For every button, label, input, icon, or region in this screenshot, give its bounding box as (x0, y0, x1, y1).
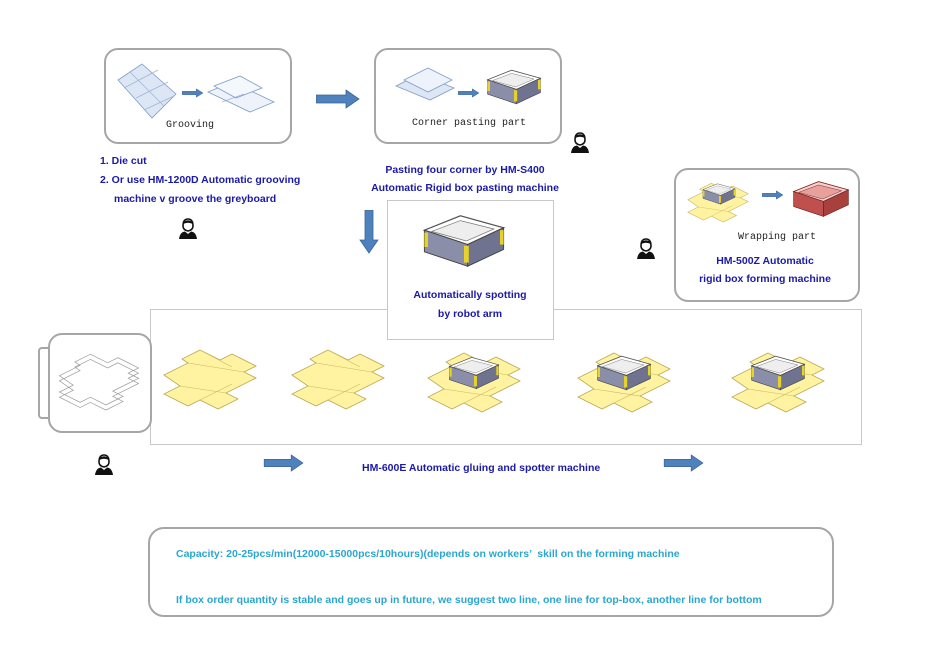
corner-pasting-caption-2: Automatic Rigid box pasting machine (371, 182, 559, 194)
white-board-stack (58, 353, 140, 411)
corner-pasting-caption-1: Pasting four corner by HM-S400 (385, 164, 545, 176)
capacity-line-2: If box order quantity is stable and goes… (176, 594, 762, 606)
arrow-right-icon (263, 454, 304, 472)
worker-icon (178, 218, 198, 240)
capacity-panel (148, 527, 834, 617)
yellow-board-2 (291, 349, 385, 410)
grooving-step-3: machine v groove the greyboard (114, 193, 277, 205)
grooving-illustration (117, 63, 275, 119)
spotting-caption-2: by robot arm (437, 308, 503, 320)
grooving-label: Grooving (166, 120, 215, 131)
corner-pasting-illustration (395, 67, 541, 105)
gluing-caption: HM-600E Automatic gluing and spotter mac… (362, 462, 601, 474)
box-icon (751, 355, 805, 391)
grooving-step-2: 2. Or use HM-1200D Automatic grooving (100, 174, 301, 186)
yellow-board-1 (163, 349, 257, 410)
grooving-step-1: 1. Die cut (100, 155, 147, 167)
wrapping-illustration (687, 181, 849, 223)
spotting-panel (387, 200, 554, 340)
arrow-down-icon (359, 210, 379, 254)
box-icon (597, 355, 651, 391)
arrow-right-icon (316, 89, 360, 109)
worker-icon (570, 132, 590, 154)
wrapping-label: Wrapping part (738, 232, 817, 243)
box-icon (423, 215, 505, 267)
wrapping-caption-1: HM-500Z Automatic (716, 255, 814, 267)
capacity-line-1: Capacity: 20-25pcs/min(12000-15000pcs/10… (176, 548, 680, 560)
worker-icon (636, 238, 656, 260)
corner-pasting-label: Corner pasting part (412, 118, 527, 129)
arrow-right-icon (663, 454, 704, 472)
box-icon (449, 356, 499, 390)
spotting-caption-1: Automatically spotting (413, 289, 527, 301)
worker-icon (94, 454, 114, 476)
wrapping-caption-2: rigid box forming machine (699, 273, 831, 285)
